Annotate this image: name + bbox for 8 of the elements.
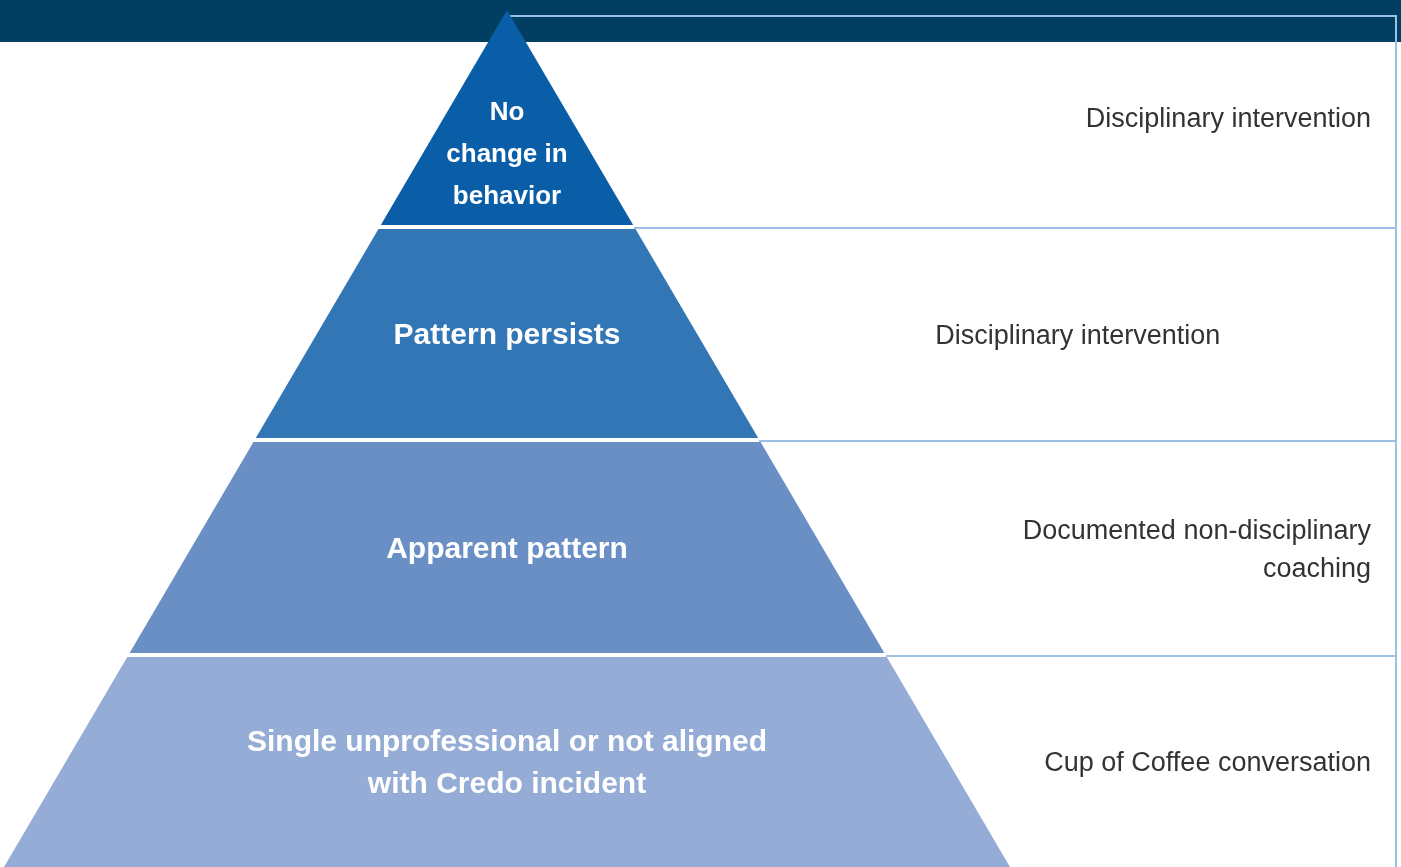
level-label: Single unprofessional or not aligned with Credo incident [245,723,768,801]
level-label: Apparent pattern [386,529,628,566]
level-label: No change in behavior [445,95,569,212]
level-label: Pattern persists [393,315,621,352]
outcome-text: Disciplinary intervention [1085,102,1371,135]
outcome-text: Documented non-disciplinary coaching [1021,513,1371,585]
outcome-text: Disciplinary intervention [935,318,1221,352]
outcome-text: Cup of Coffee conversation [1044,746,1371,779]
